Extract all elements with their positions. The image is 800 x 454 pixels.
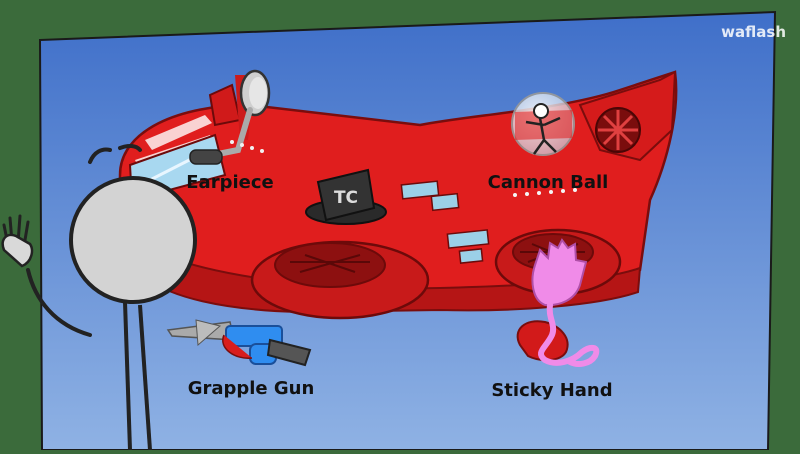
grapple-gun-item[interactable] xyxy=(166,319,312,367)
hat-text: TC xyxy=(334,188,358,208)
earpiece-label: Earpiece xyxy=(186,172,273,193)
rear-fan xyxy=(595,107,641,153)
stick-figure-character xyxy=(1,143,197,451)
cannon-ball-label: Cannon Ball xyxy=(488,172,609,193)
sticky-hand-label: Sticky Hand xyxy=(491,380,612,401)
earpiece-item[interactable] xyxy=(189,69,271,165)
engine-pod-left xyxy=(250,240,430,320)
top-hat-item: TC xyxy=(305,168,387,225)
grapple-gun-label: Grapple Gun xyxy=(188,378,315,399)
waflash-watermark: waflash xyxy=(721,23,786,41)
sticky-hand-item[interactable] xyxy=(516,238,600,367)
cannon-ball-item[interactable] xyxy=(511,92,575,156)
